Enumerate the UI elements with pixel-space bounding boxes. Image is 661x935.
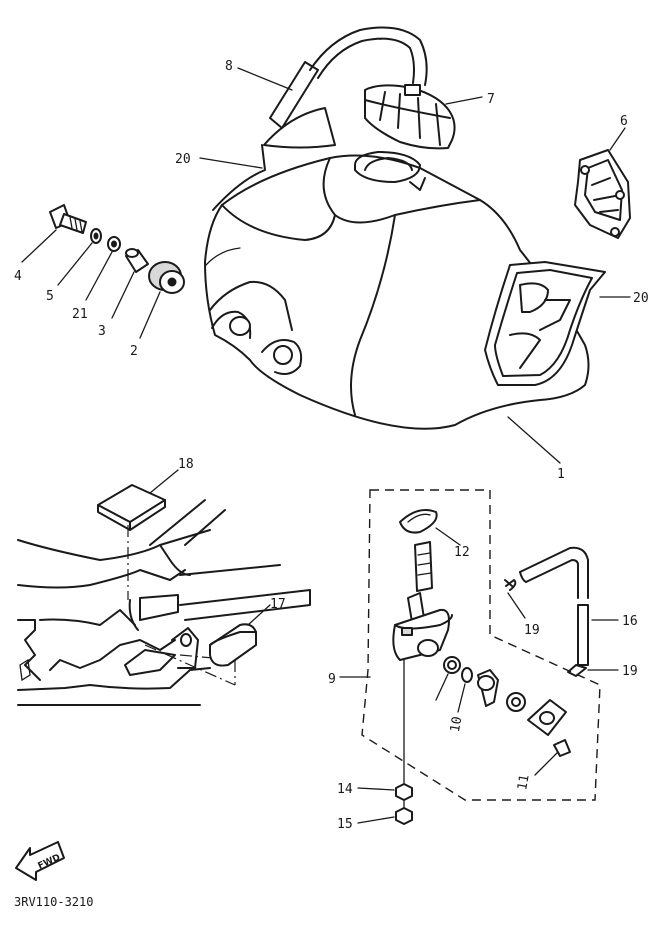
fuel-cock-assembly [339, 489, 601, 801]
bracket-plate [574, 127, 631, 239]
label-18: 18 [178, 457, 194, 472]
drain-nut-screw [357, 783, 413, 825]
label-5: 5 [46, 289, 54, 304]
forward-arrow-icon: FWD [15, 841, 65, 881]
label-19-upper: 19 [524, 623, 540, 638]
label-2: 2 [130, 344, 138, 359]
frame-section [17, 499, 311, 706]
label-8: 8 [225, 59, 233, 74]
label-17: 17 [270, 597, 286, 612]
label-20-upper: 20 [175, 152, 191, 167]
label-16: 16 [622, 614, 638, 629]
fuel-cap [364, 84, 483, 150]
diagram-code: 3RV110-3210 [14, 895, 93, 909]
label-3: 3 [98, 324, 106, 339]
label-12: 12 [454, 545, 470, 560]
label-1: 1 [557, 467, 565, 482]
label-10: 10 [448, 715, 465, 733]
label-6: 6 [620, 114, 628, 129]
tank-decal-right [484, 261, 606, 386]
leader-lines [199, 157, 631, 464]
label-19-lower: 19 [622, 664, 638, 679]
damper-block [209, 604, 271, 667]
label-21: 21 [72, 307, 88, 322]
label-7: 7 [487, 92, 495, 107]
label-20-right: 20 [633, 291, 649, 306]
label-11: 11 [515, 773, 532, 791]
label-4: 4 [14, 269, 22, 284]
label-9: 9 [328, 672, 336, 687]
fuel-hose [519, 546, 619, 666]
hose-clips [504, 579, 619, 677]
mounting-hardware [21, 204, 185, 339]
damper-pad [97, 469, 179, 531]
part-labels: 1 2 3 4 5 6 7 8 9 10 11 12 14 15 16 17 1… [14, 59, 649, 832]
label-15: 15 [337, 817, 353, 832]
label-14: 14 [337, 782, 353, 797]
breather-hose [237, 26, 428, 129]
